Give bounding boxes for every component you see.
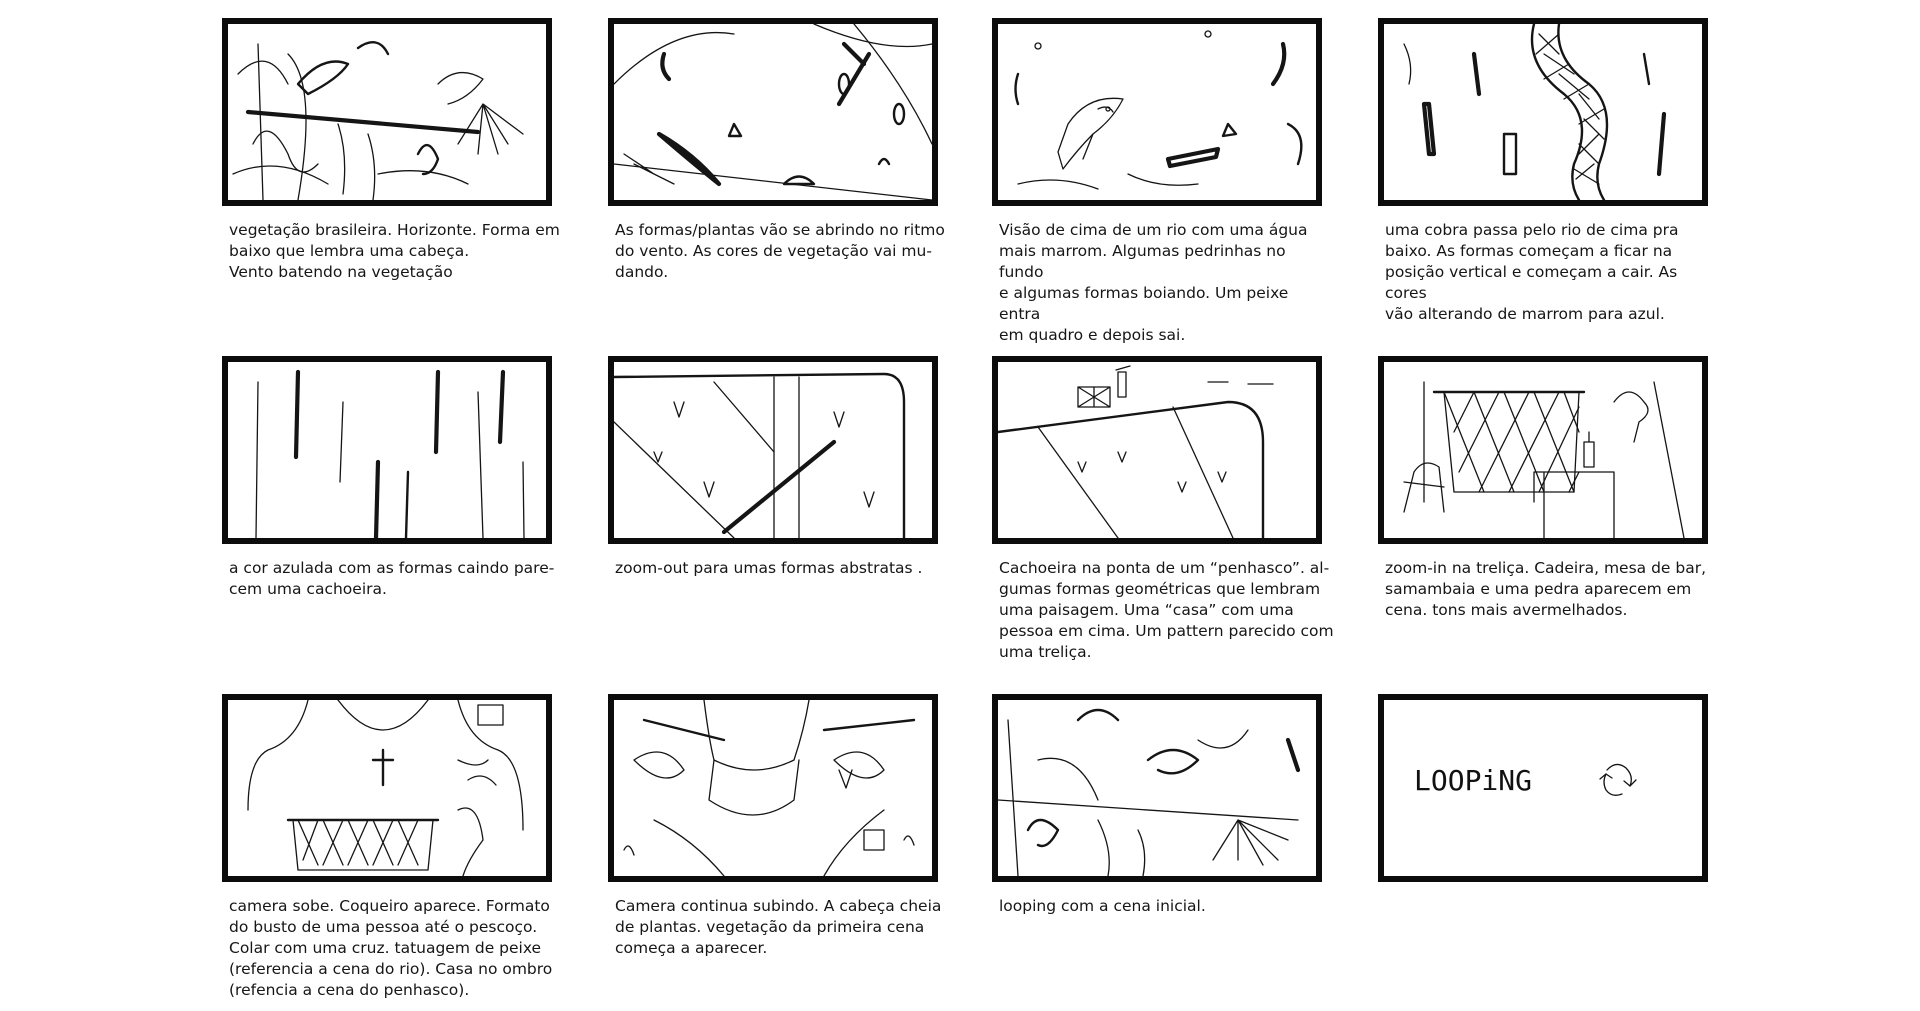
sketch-trellis-bar bbox=[1403, 381, 1685, 538]
panel-caption: zoom-out para umas formas abstratas . bbox=[615, 559, 923, 577]
panel-caption: Visão de cima de um rio com uma água mai… bbox=[999, 221, 1308, 344]
sketch-frame bbox=[608, 356, 938, 544]
sketch-frame bbox=[608, 694, 938, 882]
sketch-frame bbox=[992, 356, 1322, 544]
sketch-waterfall-forms bbox=[255, 369, 525, 538]
sketch-head-plants bbox=[623, 700, 916, 876]
sketch-opening-forms bbox=[614, 24, 932, 200]
sketch-cliff-waterfall bbox=[998, 365, 1274, 538]
sketch-vegetation-horizon bbox=[232, 41, 524, 200]
looping-sketch: LOOPiNG bbox=[1414, 763, 1637, 797]
sketch-frame bbox=[222, 694, 552, 882]
loop-arrows-icon bbox=[1599, 763, 1637, 796]
sketch-river-fish bbox=[1014, 30, 1303, 190]
sketch-loop-vegetation bbox=[998, 708, 1301, 876]
looping-label: LOOPiNG bbox=[1414, 764, 1532, 797]
panel-caption: vegetação brasileira. Horizonte. Forma e… bbox=[229, 221, 560, 281]
sketch-frame bbox=[1378, 18, 1708, 206]
panel-caption: a cor azulada com as formas caindo pare-… bbox=[229, 559, 555, 598]
panel-caption: uma cobra passa pelo rio de cima pra bai… bbox=[1385, 221, 1679, 323]
sketch-frame bbox=[222, 18, 552, 206]
panel-caption: camera sobe. Coqueiro aparece. Formato d… bbox=[229, 897, 553, 999]
panel-caption: zoom-in na treliça. Cadeira, mesa de bar… bbox=[1385, 559, 1707, 619]
sketch-bust-necklace bbox=[247, 700, 524, 876]
sketch-frame bbox=[992, 694, 1322, 882]
sketch-abstract-zoom-out bbox=[614, 372, 906, 538]
panel-caption: As formas/plantas vão se abrindo no ritm… bbox=[615, 221, 945, 281]
sketch-frame bbox=[992, 18, 1322, 206]
panel-caption: looping com a cena inicial. bbox=[999, 897, 1206, 915]
sketch-frame: LOOPiNG bbox=[1378, 694, 1708, 882]
panel-caption: Cachoeira na ponta de um “penhasco”. al-… bbox=[999, 559, 1334, 661]
panel-caption: Camera continua subindo. A cabeça cheia … bbox=[615, 897, 942, 957]
sketch-frame bbox=[222, 356, 552, 544]
sketch-frame bbox=[608, 18, 938, 206]
sketch-frame bbox=[1378, 356, 1708, 544]
sketch-snake-river bbox=[1403, 24, 1667, 200]
